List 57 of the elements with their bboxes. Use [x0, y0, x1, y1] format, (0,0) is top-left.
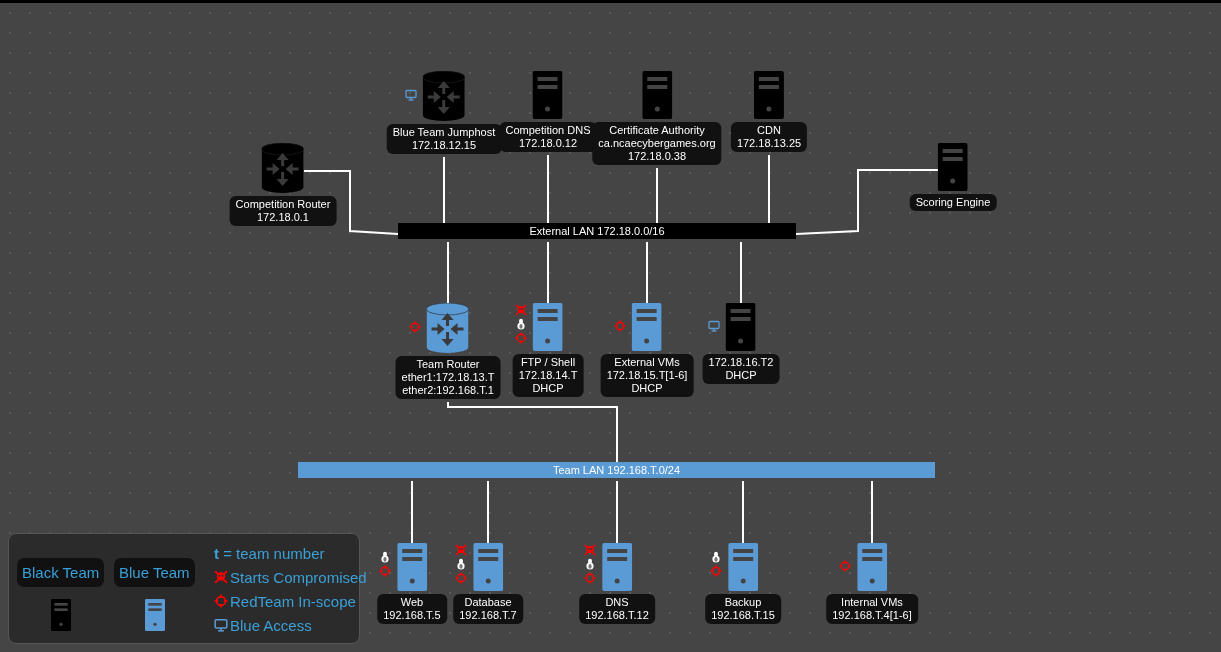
node-label: Backup — [723, 596, 763, 609]
node-label: Web — [399, 596, 425, 609]
router-node — [395, 303, 501, 399]
node-label: 172.18.16.T2 — [708, 356, 774, 369]
server-node — [453, 543, 523, 624]
node-label: DHCP — [724, 369, 758, 382]
node-label: Internal VMs — [840, 596, 904, 609]
node-label: 192.168.T.5 — [383, 609, 441, 622]
server-node — [512, 303, 584, 397]
node-label: CDN — [756, 124, 782, 137]
node-label: ether2:192.168.T.1 — [401, 384, 495, 397]
legend-label: Blue Team — [114, 558, 195, 587]
server-node — [826, 543, 918, 624]
node-label: 192.168.T.12 — [585, 609, 649, 622]
node-label: DNS — [604, 596, 630, 609]
node-label: FTP / Shell — [519, 356, 577, 369]
legend-label: Blue Access — [230, 616, 312, 634]
node-label: 172.18.13.25 — [736, 137, 802, 150]
node-label: Blue Team Jumphost — [392, 126, 496, 139]
node-label: 172.18.0.38 — [626, 150, 688, 163]
connector-line — [303, 170, 399, 235]
network-bar: External LAN 172.18.0.0/16 — [398, 223, 796, 239]
server-node — [730, 71, 808, 152]
node-label: Scoring Engine — [915, 196, 991, 209]
server-node — [377, 543, 447, 624]
node-label: 172.18.14.T — [518, 369, 578, 382]
legend-label: Starts Compromised — [230, 568, 367, 586]
legend-label: Black Team — [17, 558, 105, 587]
server-node — [702, 303, 780, 384]
server-node — [579, 543, 655, 624]
router-node — [229, 143, 337, 226]
connector-line — [795, 169, 939, 235]
node-label: Certificate Authority — [608, 124, 706, 137]
server-node — [909, 143, 997, 211]
node-label: 172.18.0.12 — [517, 137, 579, 150]
node-label: Competition DNS — [505, 124, 591, 137]
server-node — [592, 71, 722, 165]
node-label: 192.168.T.4[1-6] — [832, 609, 912, 622]
server-node — [600, 303, 694, 397]
node-label: DHCP — [630, 382, 664, 395]
node-label: ca.ncaecybergames.org — [598, 137, 716, 150]
node-label: 172.18.15.T[1-6] — [606, 369, 688, 382]
node-label: DHCP — [531, 382, 565, 395]
legend-label: t = team number — [214, 544, 325, 562]
node-label: External VMs — [613, 356, 681, 369]
legend-label: RedTeam In-scope — [230, 592, 356, 610]
node-label: 172.18.12.15 — [410, 139, 478, 152]
node-label: Database — [463, 596, 513, 609]
node-label: Team Router — [415, 358, 481, 371]
node-label: 192.168.T.15 — [711, 609, 775, 622]
network-bar: Team LAN 192.168.T.0/24 — [298, 462, 935, 478]
node-label: 192.168.T.7 — [459, 609, 517, 622]
node-label: 172.18.0.1 — [256, 211, 310, 224]
node-label: Competition Router — [235, 198, 331, 211]
node-label: ether1:172.18.13.T — [401, 371, 495, 384]
server-node — [705, 543, 781, 624]
router-node — [386, 71, 502, 154]
